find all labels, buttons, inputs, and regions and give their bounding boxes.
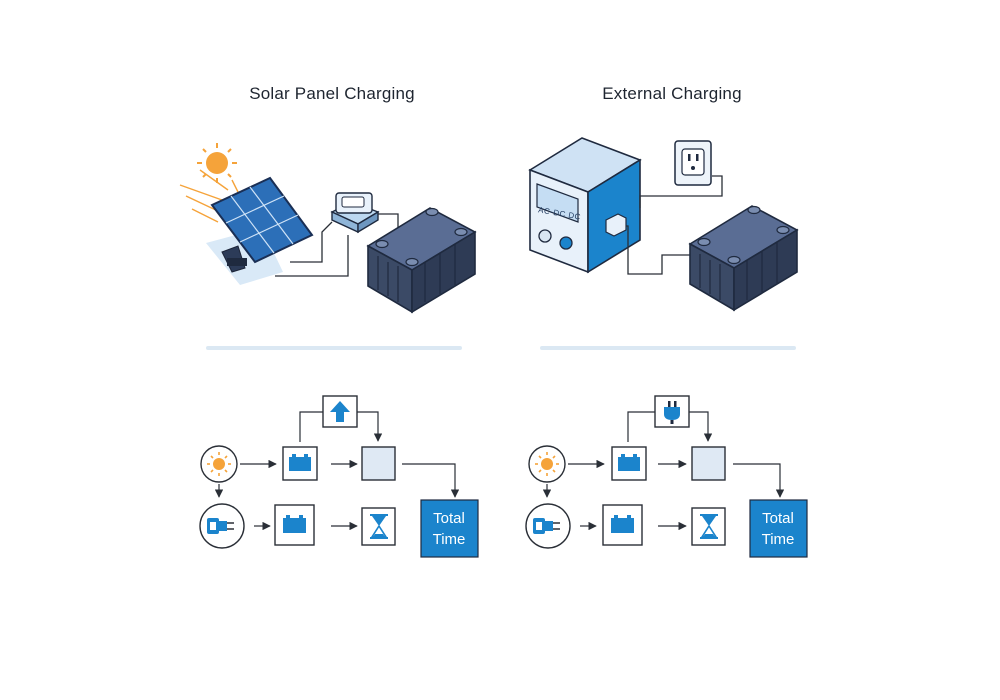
total-time-word-1: Total xyxy=(762,510,794,527)
flow-right-total-time xyxy=(749,499,808,558)
solar-scene xyxy=(179,143,477,314)
divider-right xyxy=(540,346,796,350)
battery-right xyxy=(688,205,799,312)
title-solar-panel-charging: Solar Panel Charging xyxy=(249,84,415,103)
total-time-label-right: Total Time xyxy=(750,508,806,550)
title-external-charging: External Charging xyxy=(602,84,742,103)
battery-left xyxy=(366,207,477,314)
external-scene xyxy=(528,137,799,312)
flow-right-empty-node xyxy=(691,446,726,481)
total-time-label-left: Total Time xyxy=(421,508,477,550)
hourglass-icon xyxy=(370,514,388,539)
plug-icon xyxy=(533,518,560,534)
flow-left-sun-node xyxy=(200,445,238,483)
wall-outlet xyxy=(674,140,712,186)
flow-right-top-node xyxy=(654,395,690,428)
flow-left-top-node xyxy=(322,395,358,428)
flow-right-sun-node xyxy=(528,445,566,483)
solar-panel xyxy=(210,176,314,264)
flow-left-battery-node-1 xyxy=(282,446,318,481)
total-time-word-1: Total xyxy=(433,510,465,527)
total-time-word-2: Time xyxy=(432,531,466,548)
flow-left-battery-node-2 xyxy=(274,504,315,546)
panel-stand xyxy=(221,245,247,273)
sun-icon xyxy=(207,452,231,476)
battery-icon xyxy=(283,515,306,533)
sun-icon xyxy=(197,143,237,183)
flow-left-plug-node xyxy=(199,503,245,549)
battery-icon xyxy=(289,454,311,471)
arrow-up-icon xyxy=(330,401,350,422)
flow-left-empty-node xyxy=(361,446,396,481)
power-plug-icon xyxy=(664,401,680,424)
ac-dc-charger xyxy=(528,137,642,274)
divider-left xyxy=(206,346,462,350)
charge-controller xyxy=(330,192,380,234)
hourglass-icon xyxy=(700,514,718,539)
flow-right-timer-node xyxy=(691,507,726,546)
flow-right-battery-node-2 xyxy=(602,504,643,546)
flow-right xyxy=(525,395,808,558)
flow-left xyxy=(199,395,479,558)
flow-right-battery-node-1 xyxy=(611,446,647,481)
sun-icon xyxy=(535,452,559,476)
battery-icon xyxy=(611,515,634,533)
battery-icon xyxy=(618,454,640,471)
flow-left-total-time xyxy=(420,499,479,558)
flow-left-timer-node xyxy=(361,507,396,546)
total-time-word-2: Time xyxy=(761,531,795,548)
plug-icon xyxy=(207,518,234,534)
solar-wires xyxy=(275,213,399,277)
external-wires xyxy=(626,175,723,275)
flow-right-plug-node xyxy=(525,503,571,549)
